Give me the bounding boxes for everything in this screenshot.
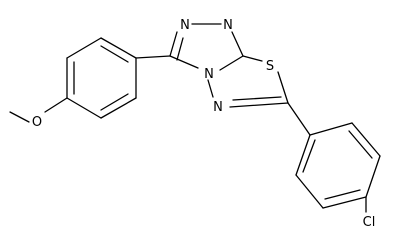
atom-label-o: O <box>32 115 42 130</box>
bond-ph4-ph5 <box>66 97 102 119</box>
bond-c6-s <box>242 55 263 62</box>
bond-cp2-cp3-inner <box>348 130 373 159</box>
bond-cp1-cp2 <box>309 122 353 136</box>
bond-c7-cp1 <box>287 102 311 136</box>
bond-c6-n4 <box>219 55 244 71</box>
bond-c7-n5 <box>229 102 289 108</box>
atom-label-s: S <box>266 59 274 74</box>
atom-label-n5: N <box>213 100 223 115</box>
bond-c7-n5-inner <box>232 96 282 101</box>
bond-ph4-o <box>44 97 68 113</box>
bond-o-methyl <box>9 111 30 123</box>
bond-cp4-cp5 <box>322 196 367 209</box>
bond-ph5-ph6-inner <box>100 93 129 111</box>
bond-n2-c6 <box>231 31 244 57</box>
bond-c3-n1 <box>169 31 178 57</box>
thiadiazole-ring <box>207 55 289 108</box>
chlorophenyl-ring <box>287 102 381 213</box>
bond-cp2-cp3 <box>351 122 381 157</box>
bond-cp3-cp4 <box>365 155 381 198</box>
atom-label-n1: N <box>180 18 190 33</box>
bond-n5-n4 <box>207 79 214 98</box>
bond-cp5-cp6 <box>295 174 324 209</box>
bond-cp6-cp1-inner <box>302 139 316 173</box>
bond-c3-n1-inner <box>176 37 184 61</box>
bond-cp4-cp5-inner <box>324 189 361 200</box>
bond-c3-ph1 <box>135 55 171 59</box>
bond-n4-c3 <box>169 55 199 69</box>
bond-ph1-ph2-inner <box>100 45 129 63</box>
atom-label-n4: N <box>204 67 214 82</box>
bond-ph2-ph3 <box>66 37 102 59</box>
bond-ph5-ph6 <box>100 97 137 119</box>
bond-cp6-cp1 <box>295 134 311 176</box>
atom-label-n2: N <box>223 18 233 33</box>
bond-s-c7 <box>277 71 289 104</box>
atom-label-cl: Cl <box>363 215 376 230</box>
methoxyphenyl-ring <box>9 37 171 123</box>
triazole-ring <box>169 23 244 71</box>
bond-ph1-ph2 <box>100 37 137 59</box>
